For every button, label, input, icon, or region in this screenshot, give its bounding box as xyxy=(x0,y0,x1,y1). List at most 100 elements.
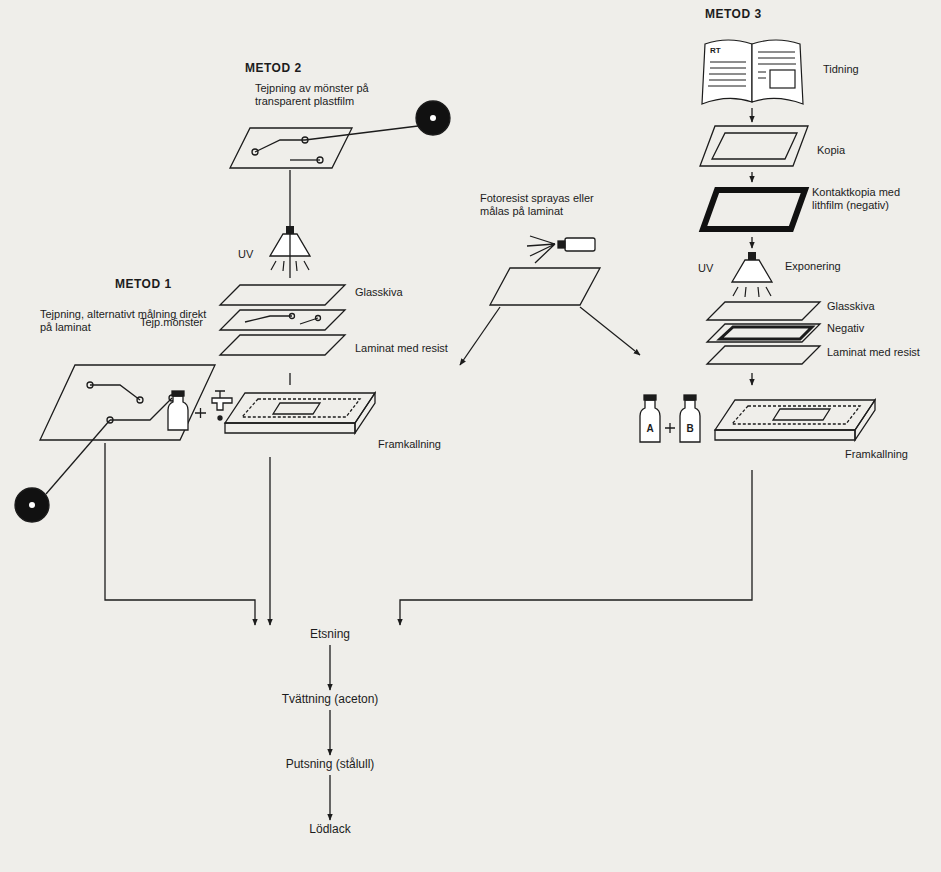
flow-arrow xyxy=(400,470,752,625)
method1-laminate xyxy=(137,397,143,403)
flow-arrow xyxy=(329,645,330,690)
method2-stack xyxy=(220,285,345,355)
method3-developer xyxy=(732,406,860,424)
method2-stack xyxy=(245,316,292,322)
photoresist-spray xyxy=(558,241,565,248)
method3-developer xyxy=(773,409,830,420)
newspaper xyxy=(708,52,796,86)
method3-developer xyxy=(684,395,696,400)
method2-stack xyxy=(220,310,345,330)
newspaper xyxy=(770,70,795,88)
method3-stack xyxy=(707,324,820,342)
method2-film xyxy=(252,149,258,155)
step-text: Laminat med resist xyxy=(355,342,448,355)
flow-arrow xyxy=(105,443,255,625)
method3-stack xyxy=(707,346,820,364)
photoresist-spray xyxy=(565,238,595,251)
method-panel: METOD 3Tidning xyxy=(690,8,890,108)
photoresist-spray xyxy=(490,236,600,305)
method2-developer xyxy=(218,416,222,420)
step-text: Tejpning av mönster på transparent plast… xyxy=(255,82,395,108)
method2-film xyxy=(290,159,320,160)
process-step: Lödlack xyxy=(240,820,422,840)
flow-arrow xyxy=(580,307,640,355)
method2-developer xyxy=(168,391,375,433)
develop-step: Framkallning xyxy=(150,385,450,457)
method2-stack xyxy=(220,335,345,355)
flow-arrow xyxy=(751,373,752,385)
step-text: Framkallning xyxy=(378,438,441,451)
method2-developer xyxy=(225,423,355,433)
method1-laminate xyxy=(90,385,140,400)
method2-film xyxy=(305,126,418,140)
step-text: Kontaktkopia med lithfilm (negativ) xyxy=(812,186,930,212)
method2-developer xyxy=(212,398,232,410)
method2-film xyxy=(416,101,450,135)
method2-developer xyxy=(242,399,360,417)
uv-label: UV xyxy=(238,248,253,261)
method2-stack xyxy=(220,285,345,305)
method2-film xyxy=(230,101,450,168)
negative-frame xyxy=(703,190,805,229)
method3-developer xyxy=(680,400,700,442)
method1-laminate xyxy=(40,365,215,440)
step-text: Tvättning (aceton) xyxy=(240,693,420,706)
method2-film xyxy=(317,157,323,163)
flow-arrow xyxy=(460,307,500,365)
method-panel: METOD 2 Tejpning av mönster på transparen… xyxy=(215,62,400,170)
copy-frame xyxy=(700,126,808,166)
process-step: Tvättning (aceton) xyxy=(240,690,422,710)
method2-developer xyxy=(168,396,188,430)
method2-stack xyxy=(316,316,321,321)
step-text: Etsning xyxy=(240,628,420,641)
method-panel: METOD 1Tejpning, alternativt målning dir… xyxy=(30,278,220,443)
step-text: Lödlack xyxy=(240,823,420,836)
method2-developer xyxy=(172,391,184,396)
method2-developer xyxy=(195,408,206,418)
method-heading: METOD 1 xyxy=(115,278,172,291)
negative-frame xyxy=(703,190,805,229)
process-illustration xyxy=(732,252,772,297)
resist-step: Fotoresist sprayas eller målas på lamina… xyxy=(480,192,612,307)
copy-frame xyxy=(700,126,808,166)
method1-laminate xyxy=(15,365,215,522)
method3-stack xyxy=(720,327,812,339)
step-text: Exponering xyxy=(785,260,841,273)
method3-developer xyxy=(640,395,875,442)
method2-film xyxy=(255,140,305,152)
step-text: Framkallning xyxy=(845,448,908,461)
method-heading: METOD 2 xyxy=(245,62,302,75)
method1-laminate xyxy=(110,398,172,420)
bottle-label: A xyxy=(642,423,658,434)
copy-step: Kopia xyxy=(695,122,865,172)
copy-frame xyxy=(712,133,797,159)
step-text: Negativ xyxy=(827,322,864,335)
flow-arrow xyxy=(289,170,290,278)
method3-developer xyxy=(665,423,675,433)
method1-laminate xyxy=(29,502,35,508)
newspaper-mark: RT xyxy=(710,46,724,55)
step-text: Fotoresist sprayas eller målas på lamina… xyxy=(480,192,610,218)
flow-arrow xyxy=(329,710,330,755)
process-step: Putsning (stålull) xyxy=(240,755,422,775)
method2-film xyxy=(230,128,352,168)
uv-label: UV xyxy=(698,262,713,275)
step-text: Kopia xyxy=(817,144,845,157)
exposure-stack: ExponeringGlasskivaNegativLaminat med re… xyxy=(640,248,935,373)
step-text: Glasskiva xyxy=(355,286,403,299)
method3-developer xyxy=(715,400,875,430)
method3-developer xyxy=(640,400,660,442)
method3-stack xyxy=(707,302,820,364)
method1-laminate xyxy=(46,420,110,494)
develop-step: Framkallning xyxy=(630,385,930,470)
step-text: Laminat med resist xyxy=(827,346,920,359)
bottle-label: B xyxy=(682,423,698,434)
method-heading: METOD 3 xyxy=(705,8,762,21)
flow-arrow xyxy=(751,237,752,248)
step-text: Glasskiva xyxy=(827,300,875,313)
method2-film xyxy=(430,115,436,121)
method2-developer xyxy=(225,393,375,423)
